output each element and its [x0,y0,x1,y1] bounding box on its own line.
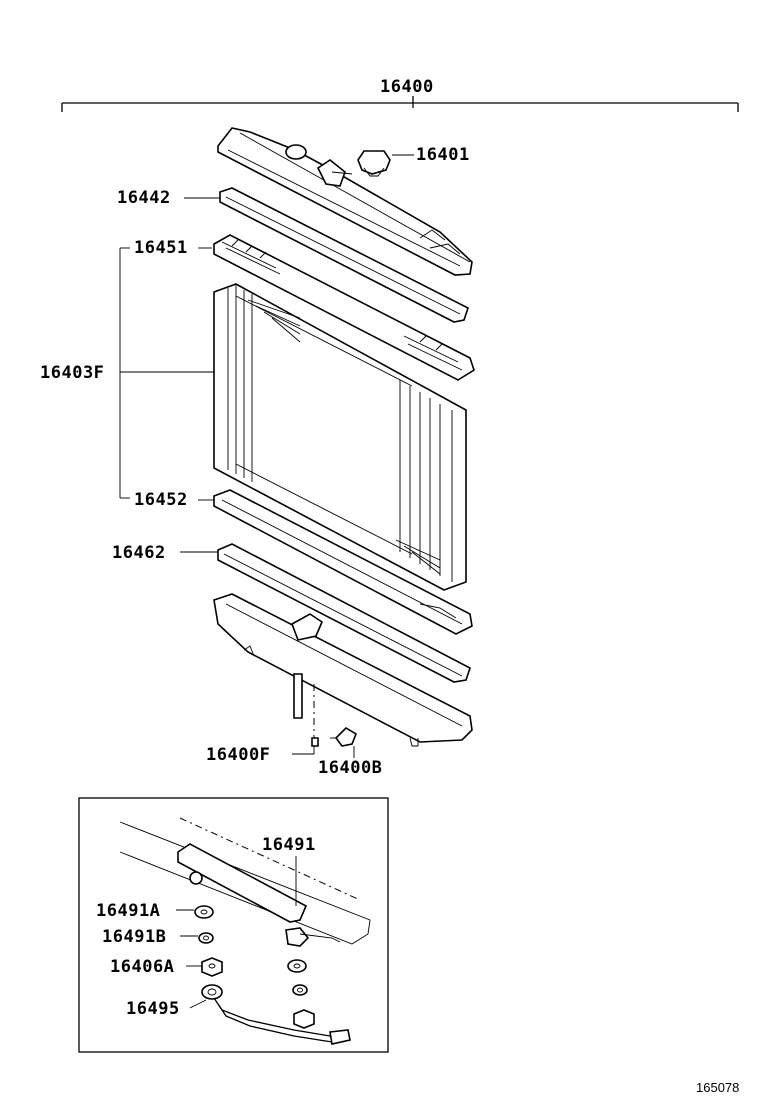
leader-16495 [189,999,207,1009]
inset-nut [201,957,223,977]
label-16400F: 16400F [206,745,270,765]
label-16401: 16401 [416,145,470,165]
label-16400: 16400 [380,77,434,97]
drain-plug [292,684,319,755]
figure-number: 165078 [696,1080,739,1095]
label-16406A: 16406A [110,957,174,977]
radiator-core [213,283,467,591]
label-16495: 16495 [126,999,180,1019]
label-16491A: 16491A [96,901,160,921]
inset-washer-b [198,932,214,944]
label-16491B: 16491B [102,927,166,947]
label-16442: 16442 [117,188,171,208]
assembly-bracket [61,96,739,112]
label-16400B: 16400B [318,758,382,778]
inset-washer-a [194,905,214,919]
label-16451: 16451 [134,238,188,258]
lower-gasket [217,543,471,683]
inset-right-washers [287,959,315,1029]
inset-box [78,797,389,1053]
label-16452: 16452 [134,490,188,510]
lower-plate [213,489,473,635]
inset-hose [201,984,351,1045]
radiator-cap [357,150,391,177]
core-bracket [119,247,214,499]
label-16491: 16491 [262,835,316,855]
upper-gasket [219,187,469,323]
label-16403F: 16403F [40,363,104,383]
label-16462: 16462 [112,543,166,563]
drain-cock [330,726,357,758]
lower-tank [213,593,473,747]
upper-plate [213,234,475,381]
upper-tank [217,127,473,276]
